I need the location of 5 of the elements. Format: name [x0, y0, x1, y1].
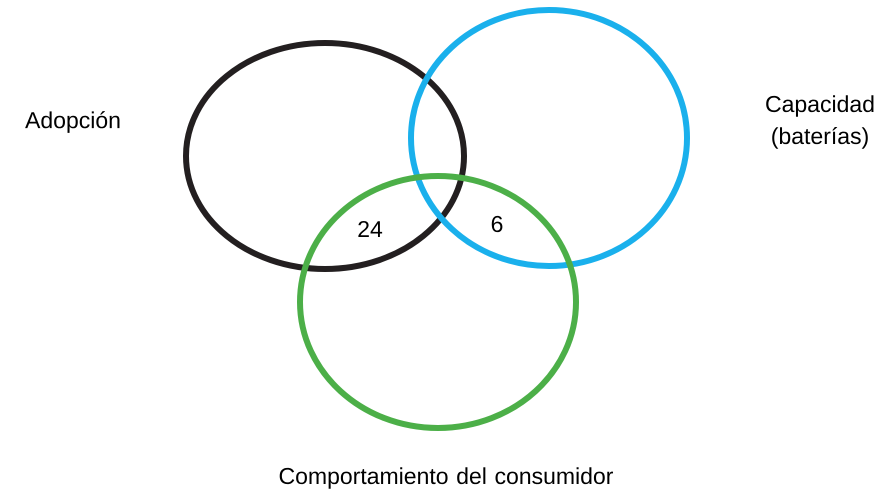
region-count: 6	[492, 216, 502, 232]
set-label: Adopción	[25, 111, 120, 133]
region-count: 24	[358, 220, 382, 238]
set-label: Capacidad (baterías)	[766, 95, 874, 149]
set-label: Comportamiento del consumidor	[280, 467, 613, 489]
